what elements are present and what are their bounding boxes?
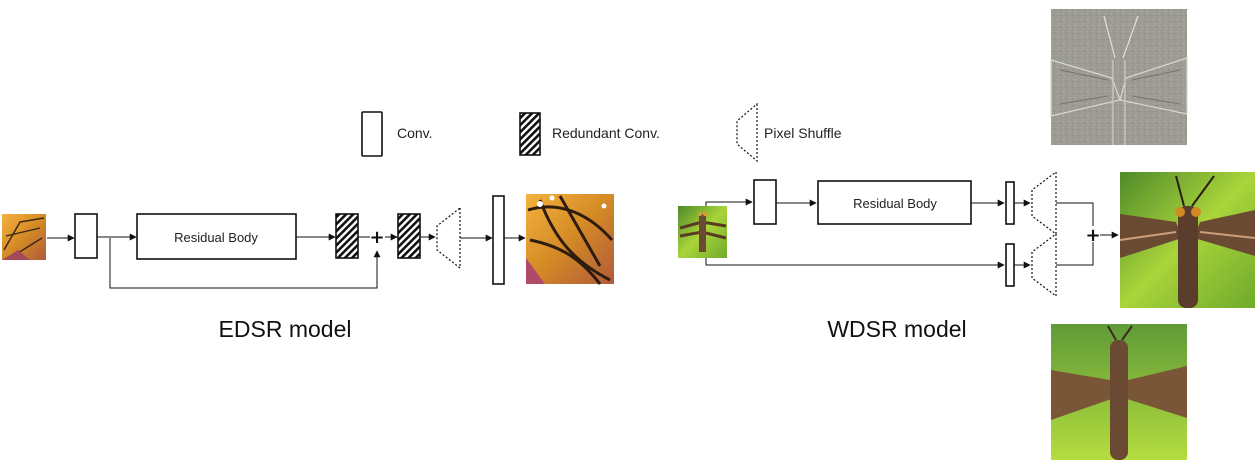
wdsr-head-conv [753,179,777,225]
wdsr-lower-pixel-shuffle [1031,232,1057,298]
pixel-shuffle-legend-icon [736,102,758,163]
edsr-redundant-conv-2 [397,213,421,259]
wdsr-upper-pixel-shuffle [1031,170,1057,236]
wdsr-upsampled-image [1051,324,1187,460]
edsr-pixel-shuffle [436,206,461,270]
wdsr-skip-path [705,258,1005,269]
edsr-tail-conv [492,195,505,285]
edsr-output-image [526,194,614,285]
redundant-conv-legend-label: Redundant Conv. [552,125,660,141]
redundant-conv-legend-icon [519,112,541,156]
wdsr-upper-conv [1005,181,1015,225]
legend: Conv. Redundant Conv. Pixel Shuffle [361,102,842,163]
conv-legend-label: Conv. [397,125,433,141]
wdsr-output-image [1119,172,1255,308]
edsr-input-image [2,214,46,260]
wdsr-input-image [678,206,727,258]
wdsr-arrow-to-head-conv [705,198,753,206]
edsr-redundant-conv [335,213,359,259]
edsr-residual-body-label: Residual Body [174,230,258,245]
wdsr-caption: WDSR model [827,316,966,342]
edsr-skip-connection [109,238,381,289]
edsr-plus-sign: + [369,227,384,248]
wdsr-lower-merge-line [1056,242,1094,266]
wdsr-residual-body [817,180,972,225]
wdsr-residual-image [1050,9,1188,145]
pixel-shuffle-legend-label: Pixel Shuffle [764,125,842,141]
edsr-residual-body [136,213,297,260]
conv-legend-icon [361,111,383,157]
edsr-diagram: Residual Body + EDSR model [2,194,614,342]
edsr-caption: EDSR model [219,316,352,342]
edsr-head-conv [74,213,98,259]
wdsr-upper-merge-line [1056,202,1094,226]
wdsr-residual-body-label: Residual Body [853,196,937,211]
wdsr-lower-conv [1005,243,1015,287]
wdsr-diagram: Residual Body + [678,9,1255,460]
wdsr-plus-sign: + [1085,225,1100,246]
